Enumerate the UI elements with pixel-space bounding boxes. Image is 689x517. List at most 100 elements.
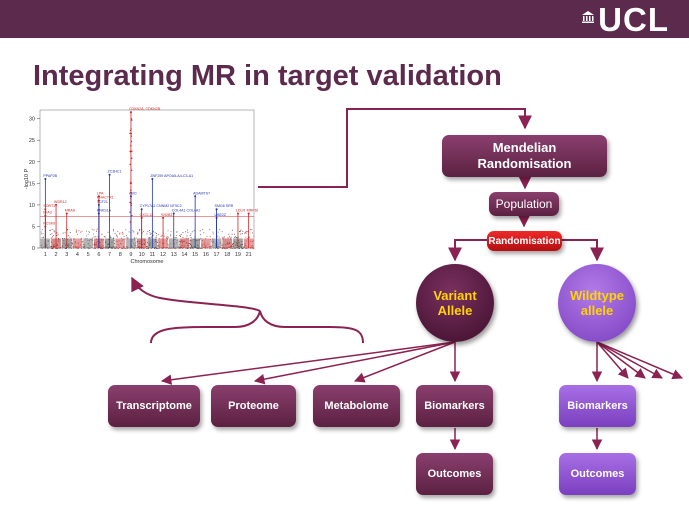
peak-point [97, 212, 100, 215]
data-point [113, 237, 115, 239]
peak-point [130, 135, 133, 137]
wildtype-outcomes-box[interactable]: Outcomes [559, 453, 636, 495]
transcriptome-label: Transcriptome [116, 400, 192, 412]
randomisation-box[interactable]: Randomisation [487, 231, 562, 251]
data-point [223, 236, 225, 238]
wildtype-allele-circle[interactable]: Wildtype allele [558, 264, 636, 342]
data-point [59, 247, 61, 249]
x-tick-label: 21 [246, 252, 252, 258]
data-point [122, 233, 124, 235]
data-point [70, 247, 72, 249]
data-point [221, 244, 223, 246]
data-point [248, 247, 250, 249]
transcriptome-box[interactable]: Transcriptome [108, 385, 200, 427]
peak-point [130, 189, 132, 192]
peak-point [129, 132, 131, 134]
data-point [97, 236, 99, 238]
data-point [135, 245, 137, 247]
data-point [179, 236, 181, 237]
data-point [221, 231, 223, 233]
data-point [116, 235, 118, 237]
data-point [210, 247, 212, 249]
data-point [247, 231, 249, 233]
peak-point [151, 178, 154, 180]
variant-biomarkers-box[interactable]: Biomarkers [416, 385, 493, 427]
data-point [125, 235, 127, 236]
chromosome-density [201, 238, 211, 248]
data-point [122, 247, 124, 249]
data-point [150, 233, 152, 235]
wildtype-out-line-3 [596, 341, 663, 379]
data-point [71, 243, 73, 245]
peak-point [131, 119, 133, 121]
y-tick-label: 0 [32, 246, 35, 252]
x-tick-label: 6 [97, 252, 100, 258]
data-point [49, 229, 51, 231]
x-tick-label: 11 [149, 252, 155, 258]
y-tick-label: 30 [29, 117, 35, 123]
data-point [69, 236, 71, 238]
metabolome-box[interactable]: Metabolome [313, 385, 400, 427]
data-point [87, 247, 89, 249]
data-point [239, 230, 241, 232]
data-point [93, 229, 95, 231]
chromosome-density [83, 238, 93, 248]
data-point [224, 247, 226, 249]
data-point [186, 229, 188, 231]
proteome-label: Proteome [228, 400, 279, 412]
data-point [239, 231, 240, 232]
data-point [158, 237, 160, 239]
logo-text: UCL [598, 1, 669, 38]
variant-allele-circle[interactable]: Variant Allele [416, 264, 494, 342]
data-point [94, 247, 96, 249]
data-point [245, 247, 246, 249]
data-point [102, 247, 104, 249]
data-point [230, 247, 232, 249]
data-point [93, 244, 95, 246]
data-point [230, 247, 232, 249]
peak-point [236, 212, 239, 215]
data-point [240, 233, 242, 235]
wildtype-biomarkers-box[interactable]: Biomarkers [559, 385, 636, 427]
data-point [57, 233, 59, 235]
gene-label: SORT1 [43, 204, 55, 208]
peak-point [65, 212, 68, 215]
data-point [57, 247, 59, 249]
data-point [191, 231, 193, 233]
data-point [136, 247, 137, 249]
variant-outcomes-box[interactable]: Outcomes [416, 453, 493, 495]
data-point [231, 247, 233, 249]
data-point [170, 234, 172, 236]
peak-point [129, 129, 132, 132]
y-tick-label: 15 [29, 181, 35, 187]
mendelian-randomisation-box[interactable]: Mendelian Randomisation [442, 135, 607, 177]
data-point [110, 237, 112, 238]
data-point [165, 236, 167, 238]
proteome-box[interactable]: Proteome [211, 385, 296, 427]
chromosome-density [179, 238, 190, 248]
data-point [244, 233, 246, 235]
data-point [221, 247, 223, 249]
data-point [149, 233, 151, 235]
data-point [59, 247, 61, 249]
population-box[interactable]: Population [489, 192, 559, 216]
data-point [81, 247, 83, 249]
data-point [121, 247, 123, 249]
data-point [71, 247, 72, 249]
data-point [53, 235, 55, 237]
data-point [121, 233, 123, 235]
data-point [51, 233, 53, 235]
metabolome-label: Metabolome [324, 400, 389, 412]
data-point [216, 235, 218, 237]
gene-label: CDKN2A, CDKN2B [129, 107, 161, 111]
data-point [137, 233, 139, 235]
x-tick-label: 5 [87, 252, 90, 258]
data-point [55, 247, 57, 249]
data-point [226, 247, 228, 249]
data-point [162, 247, 164, 249]
data-point [234, 247, 236, 249]
data-point [157, 242, 159, 244]
data-point [146, 233, 148, 235]
